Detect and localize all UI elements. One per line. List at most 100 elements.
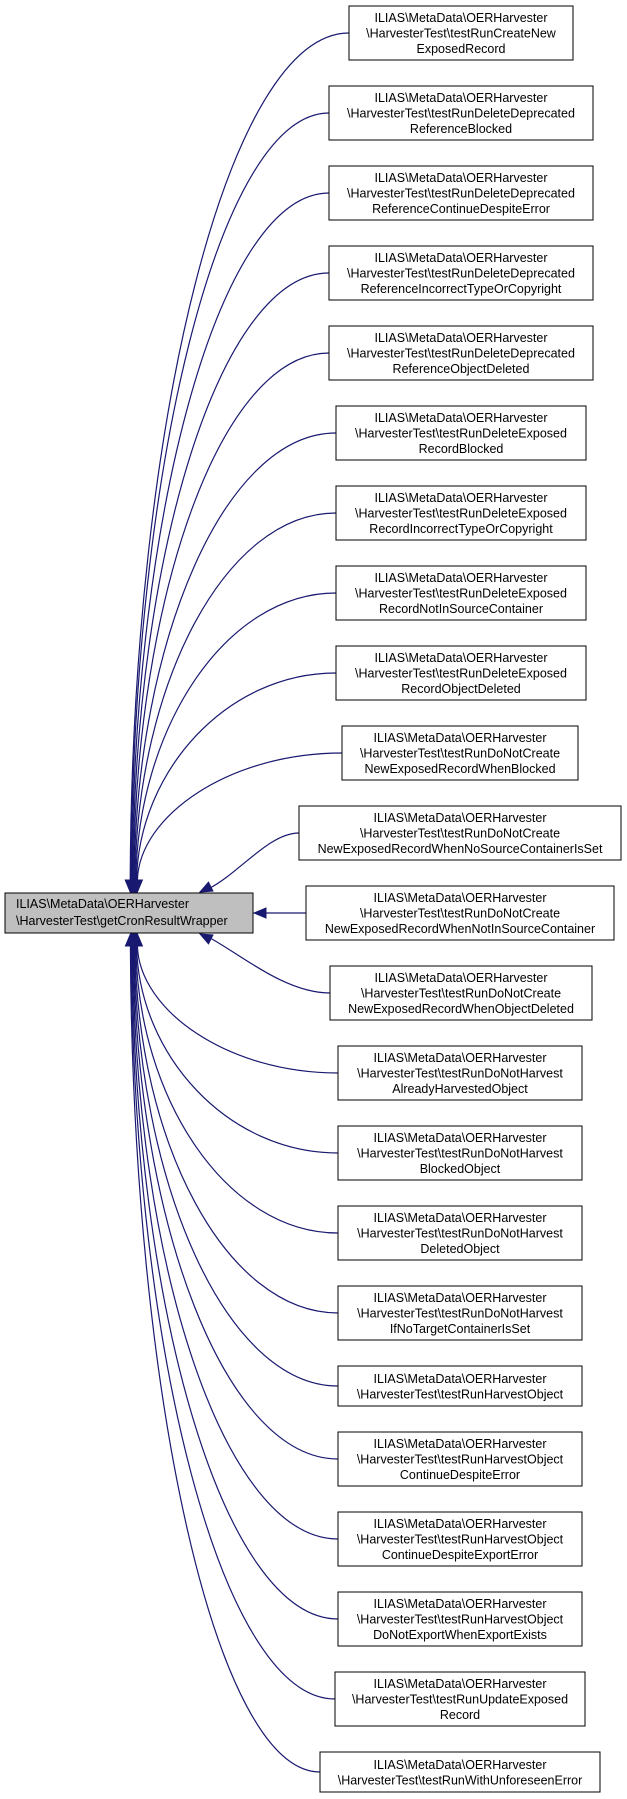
caller-node-box [335,485,587,541]
caller-node-line: \HarvesterTest\testRunDoNotCreate [360,907,560,921]
caller-node-line: ILIAS\MetaData\OERHarvester [375,91,548,105]
caller-node-line: ILIAS\MetaData\OERHarvester [374,1597,547,1611]
caller-node-box [328,245,594,301]
caller-node-line: \HarvesterTest\testRunDoNotCreate [361,987,561,1001]
caller-node-line: DeletedObject [420,1242,500,1256]
caller-node-line: ILIAS\MetaData\OERHarvester [374,1758,547,1772]
caller-node-line: NewExposedRecordWhenObjectDeleted [348,1002,574,1016]
caller-node-box [341,725,579,781]
caller-node-16[interactable]: ILIAS\MetaData\OERHarvester \HarvesterTes… [337,1205,583,1261]
edge-6 [133,432,337,881]
caller-node-line: RecordNotInSourceContainer [379,602,543,616]
caller-node-6[interactable]: ILIAS\MetaData\OERHarvester \HarvesterTes… [335,405,587,461]
caller-node-line: BlockedObject [420,1162,501,1176]
caller-node-line: \HarvesterTest\testRunDeleteExposed [355,667,567,681]
caller-node-line: ILIAS\MetaData\OERHarvester [374,891,547,905]
caller-node-12[interactable]: ILIAS\MetaData\OERHarvester \HarvesterTes… [305,885,615,941]
caller-node-2[interactable]: ILIAS\MetaData\OERHarvester \HarvesterTes… [328,85,594,141]
caller-node-3[interactable]: ILIAS\MetaData\OERHarvester \HarvesterTes… [328,165,594,221]
caller-node-23[interactable]: ILIAS\MetaData\OERHarvester\HarvesterTes… [319,1751,601,1793]
edge-5 [132,352,330,881]
caller-node-18[interactable]: ILIAS\MetaData\OERHarvester\HarvesterTes… [337,1365,583,1407]
caller-node-box [337,1285,583,1341]
nodes: ILIAS\MetaData\OERHarvester \HarvesterTe… [4,5,622,1793]
caller-node-line: \HarvesterTest\testRunDeleteDeprecated [347,107,575,121]
caller-node-box [335,405,587,461]
caller-node-line: \HarvesterTest\testRunDoNotCreate [360,747,560,761]
caller-node-20[interactable]: ILIAS\MetaData\OERHarvester\HarvesterTes… [337,1511,583,1567]
edge-arrowhead-23 [124,932,137,947]
caller-node-line: ILIAS\MetaData\OERHarvester [374,1211,547,1225]
caller-node-1[interactable]: ILIAS\MetaData\OERHarvester\HarvesterTes… [348,5,574,61]
caller-node-box [337,1431,583,1487]
caller-node-box [328,165,594,221]
caller-node-line: ILIAS\MetaData\OERHarvester [375,491,548,505]
caller-node-box [305,885,615,941]
caller-node-line: \HarvesterTest\testRunDeleteDeprecated [347,187,575,201]
caller-node-box [348,5,574,61]
caller-node-line: RecordBlocked [419,442,504,456]
caller-node-7[interactable]: ILIAS\MetaData\OERHarvester \HarvesterTes… [335,485,587,541]
edge-13 [209,937,331,994]
edge-21 [131,945,339,1620]
caller-node-line: NewExposedRecordWhenNoSourceContainerIsS… [318,842,603,856]
caller-node-line: \HarvesterTest\testRunDeleteExposed [355,507,567,521]
edge-arrowhead-10 [131,879,144,894]
caller-node-box [337,1591,583,1647]
edge-1 [129,32,350,881]
caller-node-19[interactable]: ILIAS\MetaData\OERHarvester \HarvesterTes… [337,1431,583,1487]
caller-node-5[interactable]: ILIAS\MetaData\OERHarvester\HarvesterTes… [328,325,594,381]
edge-arrowhead-11 [198,881,214,893]
caller-node-22[interactable]: ILIAS\MetaData\OERHarvester\HarvesterTes… [334,1671,586,1727]
caller-node-line: ILIAS\MetaData\OERHarvester [374,731,547,745]
edge-18 [133,945,339,1387]
edge-22 [130,945,336,1700]
caller-node-line: \HarvesterTest\testRunDeleteExposed [355,427,567,441]
caller-node-17[interactable]: ILIAS\MetaData\OERHarvester \HarvesterTes… [337,1285,583,1341]
caller-node-line: ILIAS\MetaData\OERHarvester [375,171,548,185]
caller-node-9[interactable]: ILIAS\MetaData\OERHarvester \HarvesterTes… [335,645,587,701]
caller-node-box [335,565,587,621]
caller-node-line: \HarvesterTest\testRunDeleteDeprecated [347,267,575,281]
caller-node-box [337,1511,583,1567]
caller-node-box [335,645,587,701]
caller-node-box [337,1045,583,1101]
caller-node-line: \HarvesterTest\testRunDoNotHarvest [357,1227,563,1241]
caller-node-line: ILIAS\MetaData\OERHarvester [375,11,548,25]
caller-node-10[interactable]: ILIAS\MetaData\OERHarvester \HarvesterTes… [341,725,579,781]
caller-node-line: ReferenceBlocked [410,122,512,136]
root-node[interactable]: ILIAS\MetaData\OERHarvester \HarvesterTe… [4,892,254,934]
caller-node-4[interactable]: ILIAS\MetaData\OERHarvester \HarvesterTes… [328,245,594,301]
caller-node-line: ILIAS\MetaData\OERHarvester [374,1677,547,1691]
edge-20 [132,945,339,1540]
caller-node-line: ILIAS\MetaData\OERHarvester [375,651,548,665]
caller-node-box [337,1125,583,1181]
caller-node-box [328,85,594,141]
caller-node-box [334,1671,586,1727]
caller-node-15[interactable]: ILIAS\MetaData\OERHarvester \HarvesterTes… [337,1125,583,1181]
caller-node-line: DoNotExportWhenExportExists [373,1628,547,1642]
caller-node-11[interactable]: ILIAS\MetaData\OERHarvester\HarvesterTes… [298,805,622,861]
caller-node-line: ILIAS\MetaData\OERHarvester [375,411,548,425]
caller-node-line: ILIAS\MetaData\OERHarvester [374,1437,547,1451]
edge-19 [132,945,339,1460]
caller-node-13[interactable]: ILIAS\MetaData\OERHarvester \HarvesterTes… [329,965,593,1021]
edge-23 [129,945,321,1773]
edges [124,32,350,1773]
caller-node-21[interactable]: ILIAS\MetaData\OERHarvester\HarvesterTes… [337,1591,583,1647]
caller-node-line: ILIAS\MetaData\OERHarvester [374,1131,547,1145]
caller-node-line: ILIAS\MetaData\OERHarvester [375,251,548,265]
caller-node-box [298,805,622,861]
caller-node-line: Record [440,1708,480,1722]
caller-node-line: ILIAS\MetaData\OERHarvester [375,971,548,985]
edge-2 [130,112,330,881]
caller-node-line: ILIAS\MetaData\OERHarvester [374,1051,547,1065]
caller-node-line: \HarvesterTest\testRunDoNotHarvest [357,1307,563,1321]
caller-node-line: \HarvesterTest\testRunDoNotHarvest [357,1147,563,1161]
caller-node-line: ILIAS\MetaData\OERHarvester [374,1291,547,1305]
caller-node-line: \HarvesterTest\testRunHarvestObject [357,1453,564,1467]
caller-node-8[interactable]: ILIAS\MetaData\OERHarvester\HarvesterTes… [335,565,587,621]
caller-node-box [319,1751,601,1793]
caller-node-14[interactable]: ILIAS\MetaData\OERHarvester\HarvesterTes… [337,1045,583,1101]
